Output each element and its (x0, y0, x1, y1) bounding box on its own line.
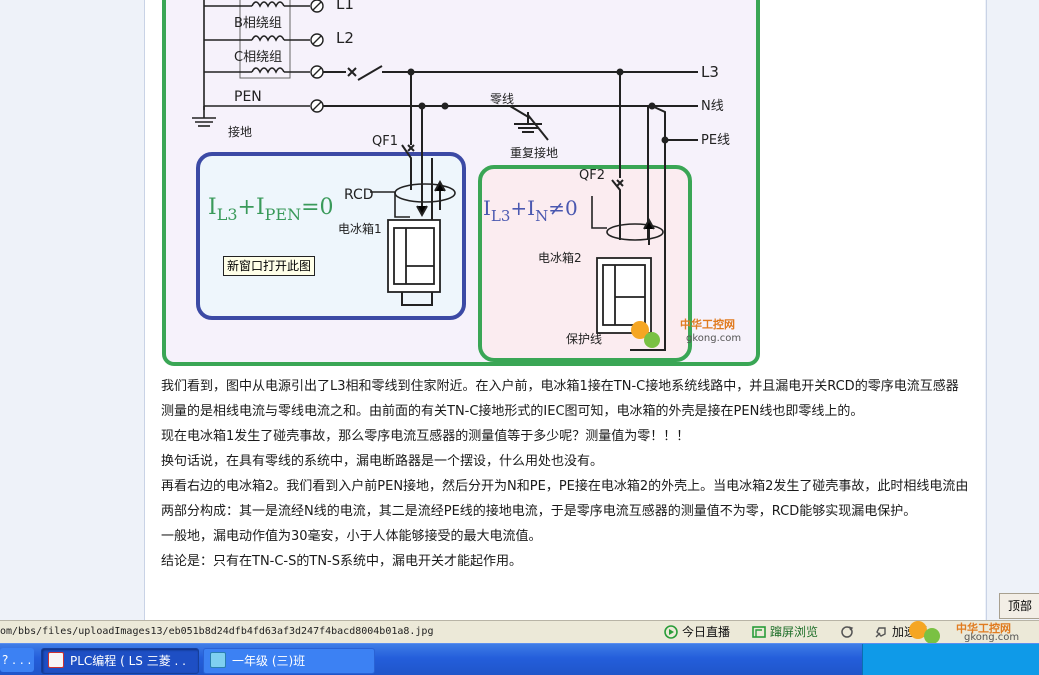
paragraph: 再看右边的电冰箱2。我们看到入户前PEN接地，然后分开为N和PE，PE接在电冰箱… (161, 479, 969, 519)
svg-text:中华工控网: 中华工控网 (680, 317, 735, 331)
label-fridge2: 电冰箱2 (538, 250, 582, 265)
label-ground: 接地 (228, 124, 252, 139)
live-today-button[interactable]: 今日直播 (664, 621, 730, 643)
svg-text:IL3+IPEN=0: IL3+IPEN=0 (208, 195, 334, 224)
task-label: 一年级 (三)班 (232, 654, 306, 668)
svg-text:IL3+IN≠0: IL3+IN≠0 (483, 196, 578, 225)
label-l2: L2 (336, 29, 354, 47)
svg-text:gkong.com: gkong.com (686, 333, 741, 344)
left-margin-pane (0, 0, 145, 620)
live-today-label: 今日直播 (682, 625, 731, 639)
label-protect-line: 保护线 (566, 332, 602, 346)
label-qf1: QF1 (372, 134, 398, 149)
paragraph: 我们看到，图中从电源引出了L3相和零线到住家附近。在入户前，电冰箱1接在TN-C… (161, 379, 959, 419)
taskbar-item-class-folder[interactable]: 一年级 (三)班 (203, 648, 375, 674)
rcd-sensors (370, 183, 664, 241)
play-icon (664, 625, 678, 639)
window-icon (210, 652, 226, 668)
formula-fridge1: IL3+IPEN=0 (208, 195, 334, 224)
label-winding-c: C相绕组 (234, 50, 282, 65)
wiring-diagram[interactable]: L1 L2 L3 B相绕组 C相绕组 PEN 接地 零线 重复接地 N线 PE线… (160, 0, 766, 370)
back-to-top-button[interactable]: 顶部 (999, 593, 1039, 619)
label-l1: L1 (336, 0, 354, 13)
status-url-text: om/bbs/files/uploadImages13/eb051b8d24df… (0, 626, 434, 637)
switch-marks (407, 144, 624, 187)
paragraph: 换句话说，在具有零线的系统中，漏电断路器是一个摆设，什么用处也没有。 (161, 454, 604, 469)
terminals (310, 0, 324, 113)
paragraph: 现在电冰箱1发生了碰壳事故，那么零序电流互感器的测量值等于多少呢？测量值为零！！… (161, 429, 690, 444)
document-icon (48, 652, 64, 668)
cross-screen-browse-button[interactable]: 蹿屏浏览 (752, 621, 818, 643)
power-lines (323, 65, 698, 351)
cross-screen-label: 蹿屏浏览 (770, 625, 819, 639)
task-label: PLC编程 ( LS 三菱 . . (70, 654, 186, 668)
system-tray (862, 644, 1039, 675)
label-l3: L3 (701, 63, 719, 81)
label-n-line: N线 (701, 99, 724, 114)
fridge-icons (387, 219, 652, 334)
windows-taskbar: ? . . . PLC编程 ( LS 三菱 . . 一年级 (三)班 (0, 643, 1039, 675)
taskbar-item-unknown[interactable]: ? . . . (0, 648, 34, 672)
transformer-windings (192, 0, 310, 127)
label-qf2: QF2 (579, 168, 605, 183)
label-rcd: RCD (344, 187, 374, 203)
current-arrows (416, 179, 655, 245)
label-repeat-ground: 重复接地 (510, 145, 558, 160)
label-pe-line: PE线 (701, 133, 730, 148)
formula-fridge2: IL3+IN≠0 (483, 196, 578, 225)
junction-dots (407, 68, 669, 144)
right-margin-pane (986, 0, 1039, 620)
article-body: 我们看到，图中从电源引出了L3相和零线到住家附近。在入户前，电冰箱1接在TN-C… (161, 374, 971, 574)
refresh-icon (841, 626, 854, 638)
watermark-logo-status: 中华工控网 gkong.com (908, 618, 1028, 649)
label-winding-b: B相绕组 (234, 16, 282, 31)
label-pen: PEN (234, 89, 262, 105)
screen-icon (752, 626, 766, 638)
label-neutral: 零线 (490, 92, 514, 106)
paragraph: 结论是：只有在TN-C-S的TN-S系统中，漏电开关才能起作用。 (161, 554, 522, 569)
browser-status-bar: om/bbs/files/uploadImages13/eb051b8d24df… (0, 620, 1039, 644)
task-label: ? . . . (2, 653, 32, 667)
label-fridge1: 电冰箱1 (338, 221, 382, 236)
refresh-status-button[interactable] (840, 621, 858, 643)
paragraph: 一般地，漏电动作值为30毫安，小于人体能够接受的最大电流值。 (161, 529, 542, 544)
rocket-icon (875, 627, 886, 638)
open-in-new-window-tooltip[interactable]: 新窗口打开此图 (223, 256, 315, 276)
taskbar-item-plc-programming[interactable]: PLC编程 ( LS 三菱 . . (41, 648, 199, 674)
watermark-logo-diagram: 中华工控网 gkong.com (631, 317, 741, 348)
